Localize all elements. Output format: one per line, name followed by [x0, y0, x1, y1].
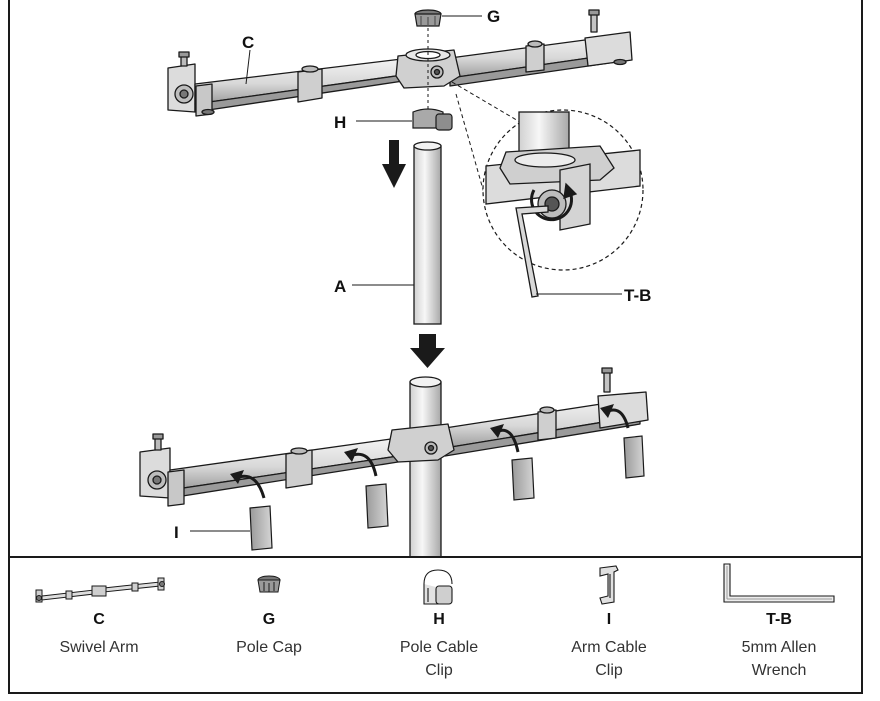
callout-c: C: [242, 33, 254, 52]
arm-cable-clips-bottom: [230, 404, 645, 551]
callout-a: A: [334, 277, 346, 296]
detail-zoom-circle: [451, 81, 644, 298]
part-pole-cap: G Pole Cap: [184, 558, 354, 692]
part-code: H: [433, 611, 445, 628]
callout-i: I: [174, 523, 179, 542]
part-code: T-B: [766, 611, 792, 628]
part-name: Swivel Arm: [59, 639, 139, 656]
pole-cable-clip-icon: [423, 569, 453, 605]
callout-h: H: [334, 113, 346, 132]
assembly-diagram: G C H A T-B I: [9, 7, 862, 558]
part-name: Pole Cap: [236, 639, 302, 656]
allen-wrench-icon: [723, 563, 835, 603]
part-code: G: [262, 611, 276, 628]
part-code: I: [606, 611, 612, 628]
callout-tb: T-B: [624, 286, 651, 305]
callout-g: G: [487, 7, 500, 26]
down-arrow-bottom: [410, 334, 445, 368]
swivel-arm-icon: [35, 577, 165, 603]
swivel-arm-top: [167, 9, 633, 117]
pole-cap-icon: [257, 575, 281, 593]
part-code: C: [93, 611, 105, 628]
callout-leaders: [190, 15, 622, 532]
part-swivel-arm: C Swivel Arm: [14, 558, 184, 692]
down-arrow-top: [382, 140, 406, 188]
pole-cap-g: [414, 9, 442, 27]
pole-a: [413, 141, 442, 325]
diagram-frame: [8, 0, 863, 694]
swivel-arm-bottom: [139, 367, 649, 558]
pole-cable-clip-h: [412, 108, 453, 131]
arm-cable-clip-icon: [599, 565, 619, 605]
